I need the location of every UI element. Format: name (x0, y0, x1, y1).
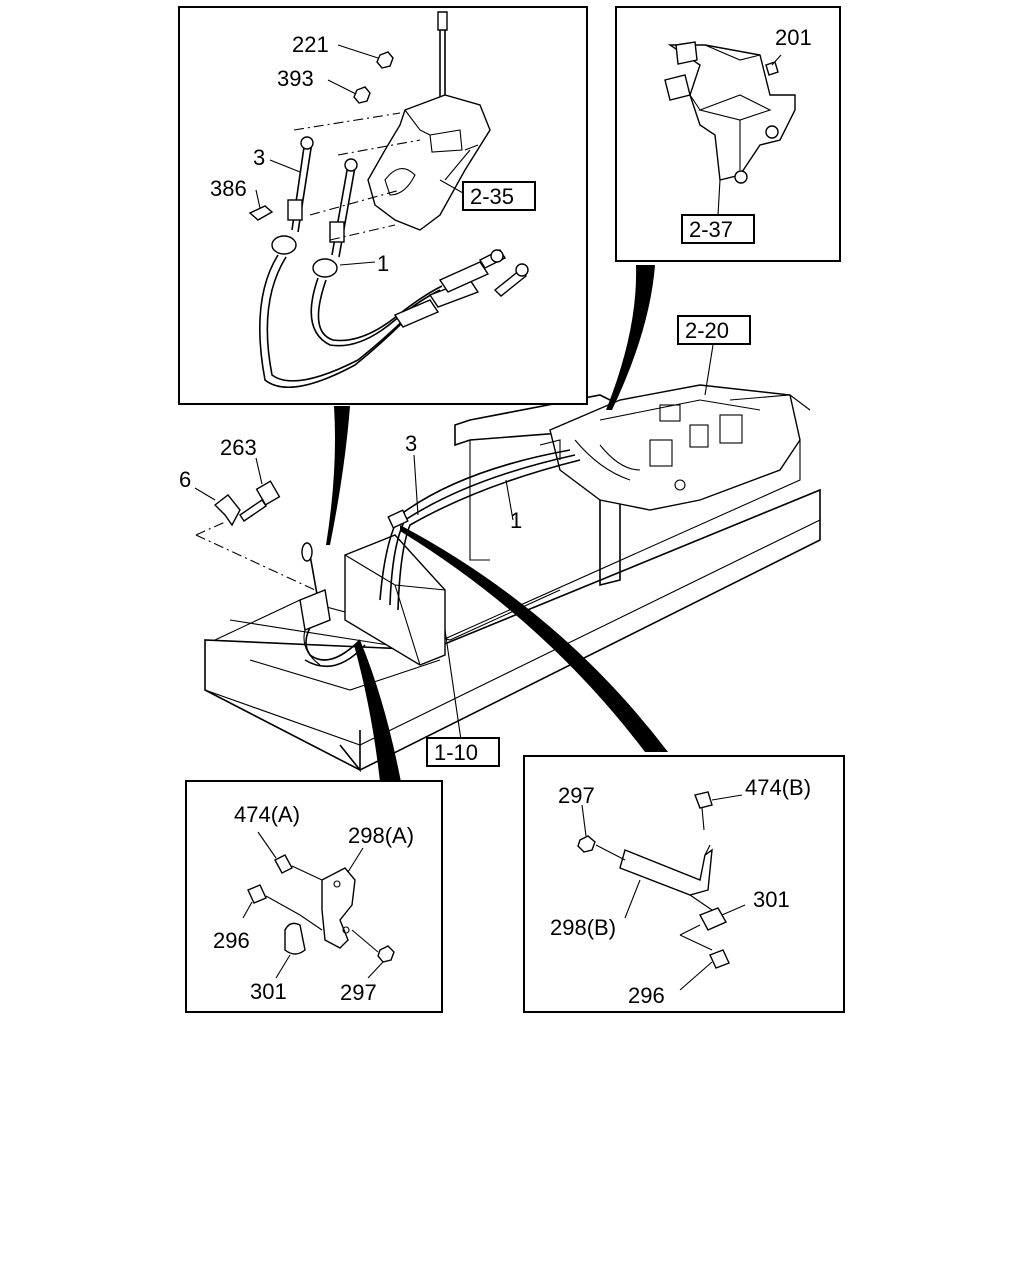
ref-2-35: 2-35 (470, 184, 514, 209)
callout-474b: 474(B) (745, 775, 811, 800)
callout-296b: 296 (628, 983, 665, 1008)
callout-297b: 297 (558, 783, 595, 808)
ref-box-2-37 (681, 214, 755, 244)
bolt-263 (213, 480, 281, 527)
callout-1: 1 (377, 251, 389, 276)
callout-1-main: 1 (510, 508, 522, 533)
callout-298a: 298(A) (348, 823, 414, 848)
callout-arrows (326, 265, 668, 782)
callout-263: 263 (220, 435, 257, 460)
callout-386: 386 (210, 176, 247, 201)
callout-6: 6 (179, 467, 191, 492)
shift-lever-main (299, 542, 331, 666)
callout-296a: 296 (213, 928, 250, 953)
chassis-assembly (195, 384, 821, 773)
ref-2-37: 2-37 (689, 217, 733, 242)
callout-301b: 301 (753, 887, 790, 912)
callout-297a: 297 (340, 980, 377, 1005)
callout-393: 393 (277, 66, 314, 91)
ref-2-20: 2-20 (685, 318, 729, 343)
callout-3: 3 (253, 145, 265, 170)
callout-3-main: 3 (405, 431, 417, 456)
ref-box-2-20 (677, 315, 751, 345)
transmission (549, 384, 811, 511)
console-box (344, 534, 446, 666)
callout-298b: 298(B) (550, 915, 616, 940)
callout-201: 201 (775, 25, 812, 50)
ref-box-2-35 (462, 181, 536, 211)
callout-301a: 301 (250, 979, 287, 1004)
callout-474a: 474(A) (234, 802, 300, 827)
ref-box-1-10 (426, 737, 500, 767)
clip-a-panel (185, 780, 443, 1013)
clip-b-panel (523, 755, 845, 1013)
ref-1-10: 1-10 (434, 740, 478, 765)
callout-221: 221 (292, 32, 329, 57)
control-cables (304, 439, 581, 668)
